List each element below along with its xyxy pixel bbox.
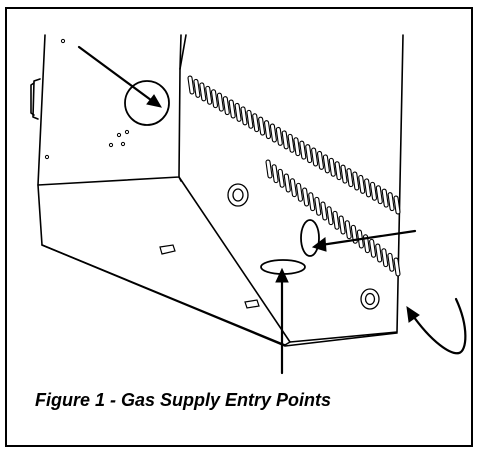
louver-slot xyxy=(387,192,395,212)
louver-slot xyxy=(340,164,348,184)
louver-slot xyxy=(358,174,366,194)
louver-slot xyxy=(271,164,279,184)
louver-slot xyxy=(344,220,352,240)
louver-slot xyxy=(311,147,319,167)
louver-slot xyxy=(205,85,213,105)
louver-slot xyxy=(275,126,283,146)
louver-slot xyxy=(240,106,248,126)
louver-slot xyxy=(199,82,207,102)
louver-slot xyxy=(187,75,195,95)
louver-slot xyxy=(269,123,277,143)
louver-slot xyxy=(352,171,360,191)
side-entry-circle xyxy=(124,80,170,126)
louver-slot xyxy=(305,144,313,164)
louver-slot xyxy=(308,192,316,212)
louver-slot xyxy=(277,168,285,188)
louver-slot xyxy=(346,168,354,188)
louver-slot xyxy=(234,102,242,122)
louver-slot xyxy=(289,178,297,198)
louver-slot xyxy=(302,187,310,207)
louver-slot xyxy=(381,188,389,208)
louver-slot xyxy=(295,182,304,202)
front-panel xyxy=(178,34,404,343)
louver-slot xyxy=(369,181,378,201)
louver-slot xyxy=(263,120,272,140)
arrows xyxy=(77,45,467,375)
louver-slot xyxy=(299,140,307,160)
louver-slot xyxy=(258,116,266,136)
louver-slot xyxy=(326,206,334,226)
louver-slot xyxy=(293,137,301,157)
louver-slot xyxy=(281,130,289,150)
louver-slot xyxy=(334,161,342,181)
figure-frame: Figure 1 - Gas Supply Entry Points xyxy=(5,7,473,447)
louver-slot xyxy=(369,238,377,258)
louver-slot xyxy=(246,109,254,129)
louver-slot xyxy=(375,185,383,205)
louver-slot xyxy=(283,173,291,193)
louver-slot xyxy=(193,78,201,98)
louver-slot xyxy=(287,133,295,153)
louver-slot xyxy=(216,92,224,112)
front-entry-point xyxy=(300,219,320,257)
bolt-fittings xyxy=(227,183,380,310)
appliance-illustration xyxy=(30,34,467,375)
louver-slot xyxy=(338,215,346,235)
louver-slot xyxy=(332,210,340,230)
louver-slot xyxy=(210,89,219,109)
louver-slot xyxy=(364,178,372,198)
louver-slot xyxy=(228,99,236,119)
louver-slot xyxy=(265,159,273,179)
bottom-panel xyxy=(37,184,291,346)
figure-caption: Figure 1 - Gas Supply Entry Points xyxy=(35,390,332,410)
louver-slot xyxy=(222,96,230,116)
louver-slot xyxy=(381,248,389,268)
louver-slot xyxy=(387,252,395,272)
bottom-tabs xyxy=(159,244,260,309)
louver-slot xyxy=(328,157,336,177)
louver-slot xyxy=(375,243,383,263)
louver-slot xyxy=(393,195,401,215)
louver-slot xyxy=(316,150,325,170)
louver-slot xyxy=(322,154,330,174)
louver-slot xyxy=(314,196,322,216)
louver-slot xyxy=(320,201,328,221)
louver-slot xyxy=(252,113,260,133)
louver-slots xyxy=(187,75,401,277)
louver-slot xyxy=(393,257,401,277)
